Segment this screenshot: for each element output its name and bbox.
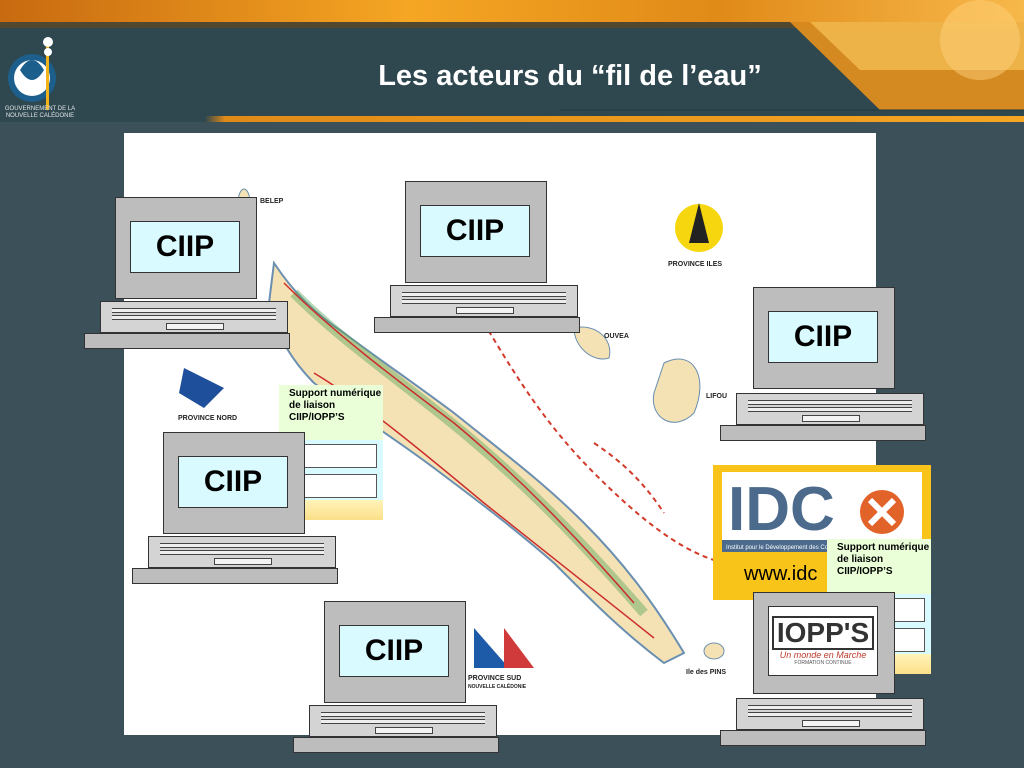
- laptop-front: [293, 737, 499, 753]
- label-ile-des-pins: Ile des PINS: [686, 669, 727, 676]
- logo-caption-line2: NOUVELLE CALÉDONIE: [5, 113, 75, 119]
- map-drawing: [179, 188, 725, 668]
- header-bottom-line: [0, 116, 1024, 122]
- header-orange-band: [0, 0, 1024, 22]
- laptop-screen: CIIP: [768, 311, 878, 363]
- laptop-keyboard: [390, 285, 578, 317]
- laptop-screen: CIIP: [420, 205, 530, 257]
- laptop-ciip-3[interactable]: CIIP: [720, 287, 926, 442]
- label-belep: BELEP: [260, 198, 284, 205]
- support-card-text: Support numérique de liaison CIIP/IOPP’S: [827, 539, 931, 594]
- slide-header: GOUVERNEMENT DE LA NOUVELLE CALÉDONIE Le…: [0, 0, 1024, 122]
- slide-title: Les acteurs du “fil de l’eau”: [378, 60, 762, 92]
- laptop-ciip-4[interactable]: CIIP: [132, 432, 338, 587]
- header-band-shadow: [0, 22, 1024, 28]
- lifou-island: [652, 358, 701, 423]
- laptop-keyboard: [148, 536, 336, 568]
- label-province-sud-sub: NOUVELLE CALÉDONIE: [468, 684, 527, 690]
- laptop-screen: CIIP: [178, 456, 288, 508]
- label-lifou: LIFOU: [706, 393, 727, 400]
- road-network: [283, 282, 635, 604]
- government-logo: [8, 37, 56, 110]
- logo-caption: GOUVERNEMENT DE LA NOUVELLE CALÉDONIE: [0, 106, 80, 120]
- province-nord-emblem: [179, 368, 224, 408]
- laptop-front: [132, 568, 338, 584]
- iopps-tagline: Un monde en Marche: [779, 650, 867, 660]
- laptop-iopps[interactable]: IOPP'S Un monde en Marche FORMATION CONT…: [720, 592, 926, 747]
- laptop-front: [720, 730, 926, 746]
- idc-tagline: Institut pour le Développement des Compé…: [726, 545, 857, 551]
- label-province-iles: PROVINCE ILES: [668, 261, 723, 268]
- laptop-keyboard: [100, 301, 288, 333]
- iopps-logo-screen: IOPP'S Un monde en Marche FORMATION CONT…: [768, 606, 878, 676]
- province-boundary-2: [593, 442, 665, 514]
- laptop-keyboard: [736, 393, 924, 425]
- laptop-ciip-5[interactable]: CIIP: [293, 601, 499, 756]
- laptop-ciip-2[interactable]: CIIP: [374, 181, 580, 336]
- logo-caption-line1: GOUVERNEMENT DE LA: [4, 106, 76, 112]
- label-province-sud: PROVINCE SUD: [468, 675, 522, 682]
- idc-url[interactable]: www.idc: [744, 563, 818, 585]
- laptop-front: [720, 425, 926, 441]
- iopps-logo-text: IOPP'S: [771, 616, 875, 650]
- ouvea-island: [573, 326, 611, 360]
- header-decoration: [560, 0, 1024, 111]
- province-sud-emblem: [474, 628, 509, 668]
- ile-des-pins: [703, 642, 725, 660]
- laptop-front: [374, 317, 580, 333]
- idc-logo-text: IDC: [728, 475, 835, 544]
- support-card-footer: [279, 500, 383, 520]
- label-province-nord: PROVINCE NORD: [178, 415, 238, 422]
- support-card-text: Support numérique de liaison CIIP/IOPP’S: [279, 385, 383, 440]
- iopps-subtitle: FORMATION CONTINUE: [794, 660, 852, 666]
- label-ouvea: OUVEA: [604, 333, 629, 340]
- laptop-screen: CIIP: [339, 625, 449, 677]
- laptop-screen: CIIP: [130, 221, 240, 273]
- laptop-keyboard: [309, 705, 497, 737]
- laptop-front: [84, 333, 290, 349]
- laptop-keyboard: [736, 698, 924, 730]
- laptop-ciip-1[interactable]: CIIP: [84, 197, 290, 352]
